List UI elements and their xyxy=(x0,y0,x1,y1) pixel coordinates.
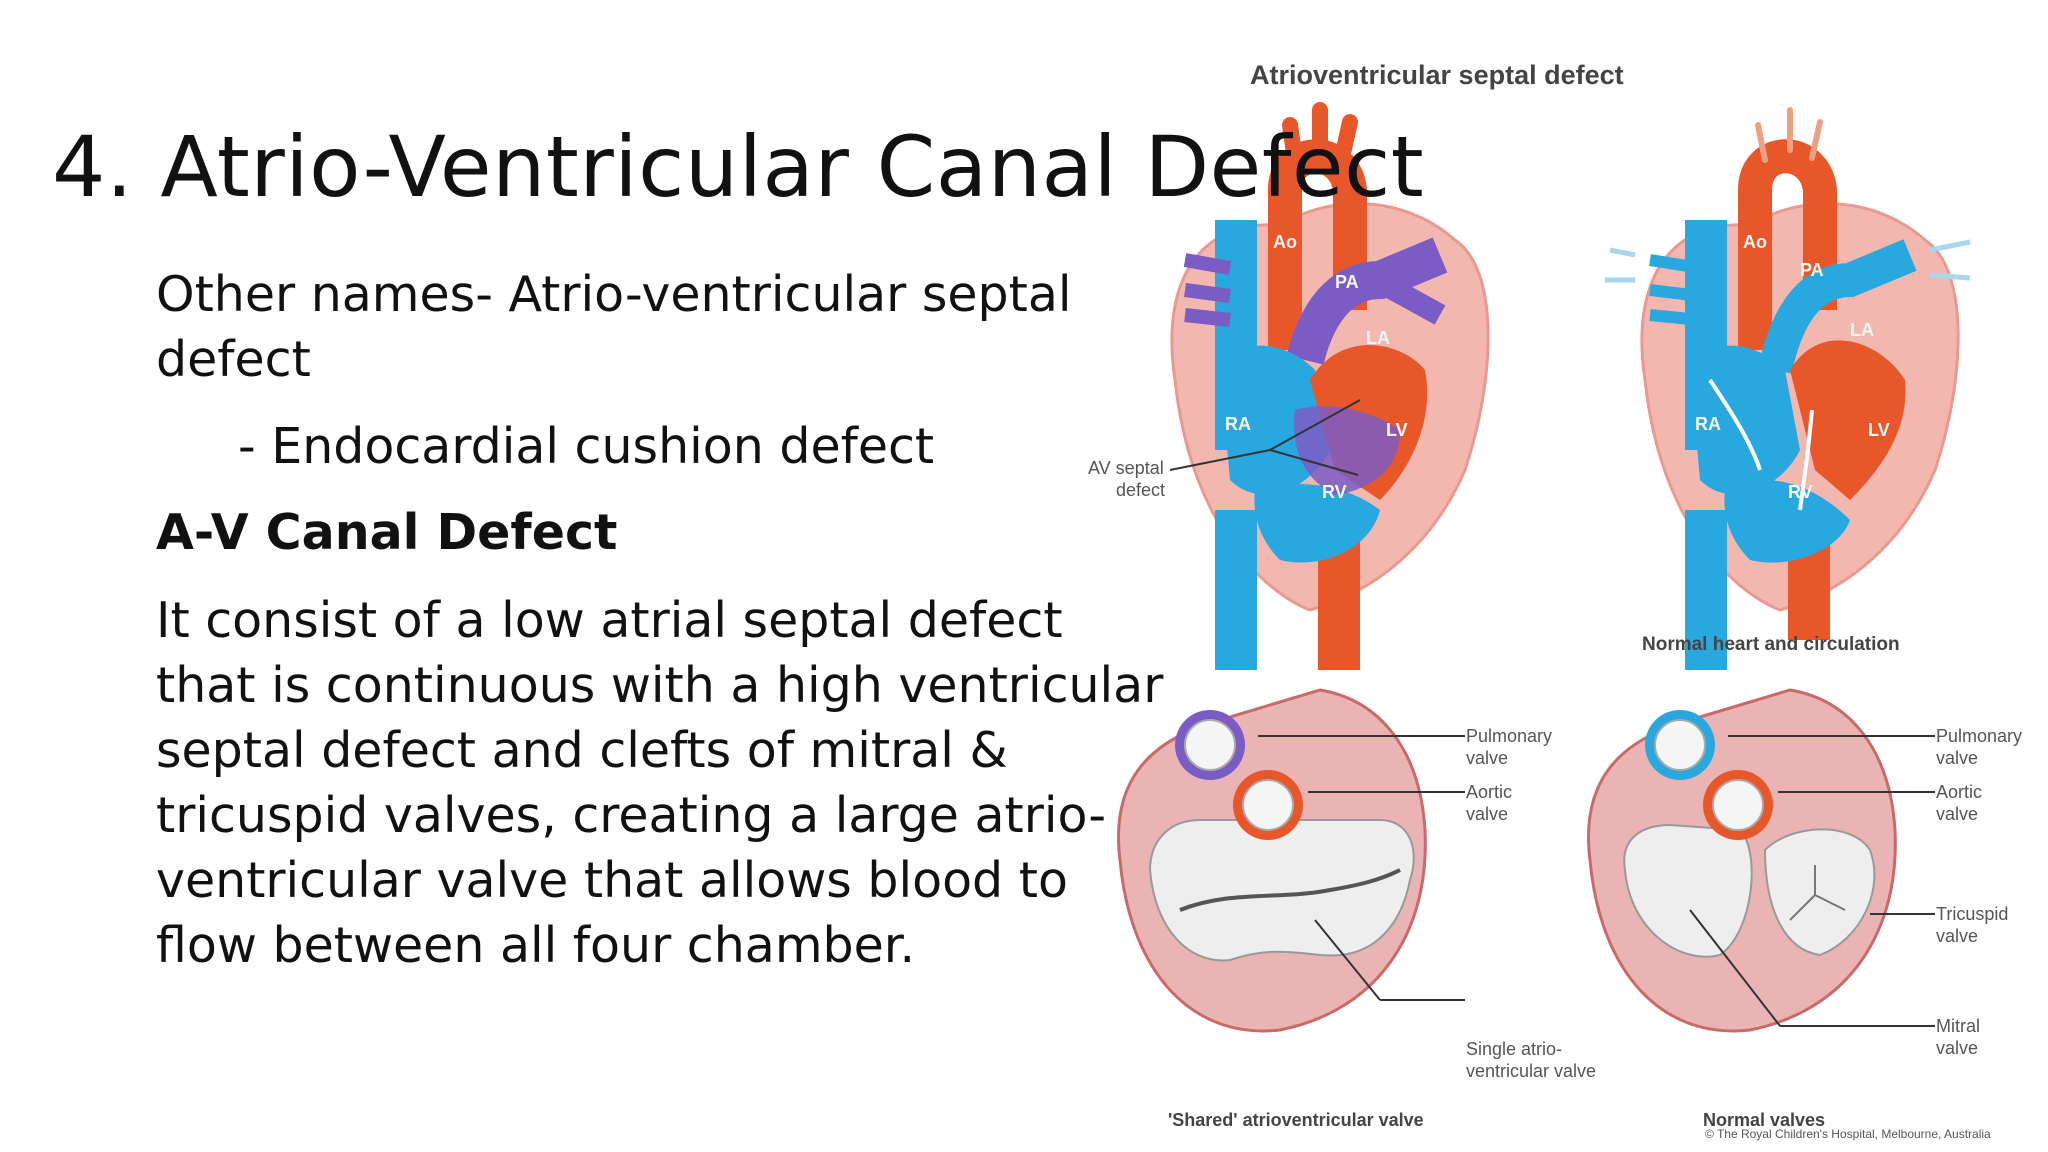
svg-text:ventricular valve: ventricular valve xyxy=(1466,1061,1596,1081)
svg-text:LA: LA xyxy=(1850,320,1874,340)
svg-text:Pulmonary: Pulmonary xyxy=(1466,726,1552,746)
svg-text:valve: valve xyxy=(1936,804,1978,824)
defect-heart-diagram: Ao PA LA RA LV RV AV septal defect xyxy=(1088,102,1490,670)
svg-text:valve: valve xyxy=(1936,748,1978,768)
svg-text:Ao: Ao xyxy=(1273,232,1297,252)
alternate-name-text: - Endocardial cushion defect xyxy=(238,418,935,475)
shared-valve-diagram xyxy=(1117,688,1465,1033)
svg-text:Tricuspid: Tricuspid xyxy=(1936,904,2008,924)
svg-text:LV: LV xyxy=(1868,420,1890,440)
svg-text:Ao: Ao xyxy=(1743,232,1767,252)
svg-text:RV: RV xyxy=(1788,482,1813,502)
svg-text:valve: valve xyxy=(1466,748,1508,768)
svg-text:Mitral: Mitral xyxy=(1936,1016,1980,1036)
svg-text:RV: RV xyxy=(1322,482,1347,502)
svg-text:LA: LA xyxy=(1366,328,1390,348)
avsd-illustration: Atrioventricular septal defect Ao PA LA … xyxy=(1080,50,2048,1152)
svg-text:PA: PA xyxy=(1800,260,1824,280)
svg-text:PA: PA xyxy=(1335,272,1359,292)
svg-text:Pulmonary: Pulmonary xyxy=(1936,726,2022,746)
svg-text:valve: valve xyxy=(1936,926,1978,946)
svg-text:Aortic: Aortic xyxy=(1936,782,1982,802)
svg-text:valve: valve xyxy=(1466,804,1508,824)
section-heading: A-V Canal Defect xyxy=(156,504,618,561)
av-septal-callout: AV septal xyxy=(1088,458,1164,478)
svg-text:LV: LV xyxy=(1386,420,1408,440)
svg-text:Aortic: Aortic xyxy=(1466,782,1512,802)
other-names-text: Other names- Atrio-ventricular septal de… xyxy=(156,266,1072,388)
svg-text:RA: RA xyxy=(1695,414,1721,434)
normal-heart-diagram: Ao PA LA RA LV RV xyxy=(1605,107,1971,670)
av-septal-callout-2: defect xyxy=(1116,480,1165,500)
image-credit: © The Royal Children's Hospital, Melbour… xyxy=(1705,1127,1991,1141)
figure-heading: Atrioventricular septal defect xyxy=(1250,60,1624,90)
svg-text:RA: RA xyxy=(1225,414,1251,434)
normal-valves-caption: Normal valves xyxy=(1703,1110,1825,1130)
shared-valve-caption: 'Shared' atrioventricular valve xyxy=(1168,1110,1424,1130)
description-text: It consist of a low atrial septal defect… xyxy=(156,592,1164,974)
slide-title: 4. Atrio-Ventricular Canal Defect xyxy=(52,118,1425,216)
svg-text:valve: valve xyxy=(1936,1038,1978,1058)
normal-heart-caption: Normal heart and circulation xyxy=(1642,634,1900,655)
normal-valves-diagram xyxy=(1587,688,1935,1033)
svg-text:Single atrio-: Single atrio- xyxy=(1466,1039,1562,1059)
